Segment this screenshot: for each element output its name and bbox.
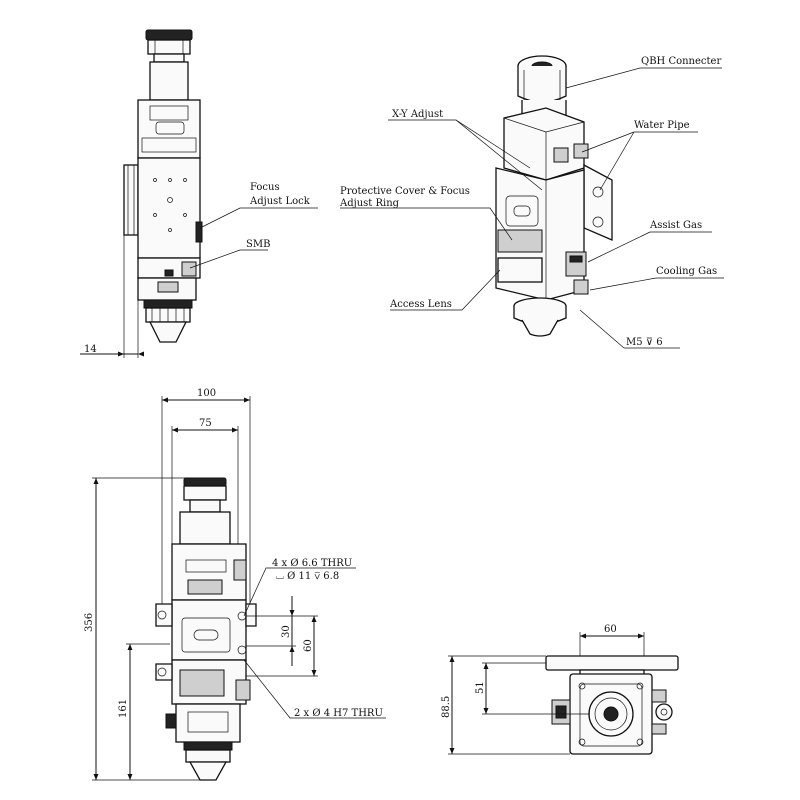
- label-qbh-connecter: QBH Connecter: [641, 56, 721, 67]
- label-counterbore: ⌴ Ø 11 ⊽ 6.8: [276, 571, 339, 582]
- label-pin-holes: 2 x Ø 4 H7 THRU: [294, 708, 383, 719]
- label-protective-cover: Protective Cover & Focus: [340, 186, 470, 197]
- dim-hole-30: 30: [281, 625, 292, 638]
- side-view: 14: [80, 29, 318, 358]
- label-assist-gas: Assist Gas: [649, 220, 702, 231]
- label-focus-adjust-ring: Adjust Ring: [339, 198, 400, 209]
- label-access-lens: Access Lens: [389, 299, 452, 310]
- label-xy-adjust: X-Y Adjust: [392, 109, 443, 120]
- label-cooling-gas: Cooling Gas: [656, 266, 717, 277]
- front-view: 100 75 356 161 30 60: [84, 388, 386, 781]
- label-adjust-lock: Adjust Lock: [249, 196, 311, 207]
- isometric-view: [340, 55, 724, 349]
- dim-bottom-88: 88.5: [441, 696, 452, 718]
- dim-bottom-width: 60: [604, 624, 617, 635]
- label-focus: Focus: [250, 182, 280, 193]
- dim-side-offset: 14: [84, 344, 97, 355]
- label-water-pipe: Water Pipe: [634, 120, 690, 131]
- label-m5-thread: M5 ⊽ 6: [626, 337, 663, 348]
- dim-lower-height: 161: [118, 699, 129, 718]
- dim-total-width: 100: [197, 388, 216, 399]
- bottom-view: 60 51 88.5: [441, 624, 679, 755]
- dim-hole-60: 60: [303, 639, 314, 652]
- dim-bottom-51: 51: [475, 681, 486, 694]
- dim-inner-width: 75: [199, 418, 212, 429]
- dim-total-height: 356: [84, 613, 95, 632]
- label-mount-holes: 4 x Ø 6.6 THRU: [272, 558, 352, 569]
- label-smb: SMB: [246, 239, 270, 250]
